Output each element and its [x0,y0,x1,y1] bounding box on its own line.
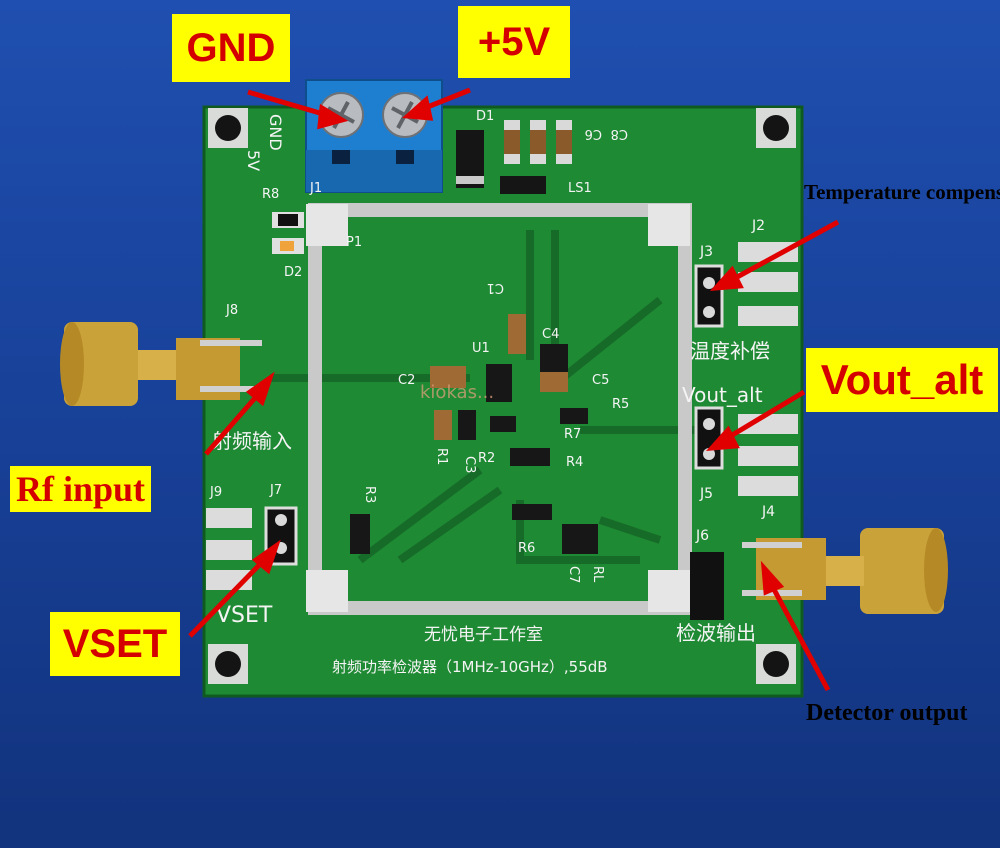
callout-rf-input: Rf input [10,466,152,512]
silk-terminal-5v: 5V [244,150,263,171]
silk-r3: R3 [362,486,377,503]
silk-ls1: LS1 [568,181,592,196]
sma-connector-right [742,528,948,614]
silk-studio-line: 无忧电子工作室 [424,625,543,645]
arrow-rf-input [204,388,264,456]
arrow-temp-head [709,265,744,292]
diode-d1-band [456,176,484,184]
ic-u1 [486,364,512,402]
silk-product-line: 射频功率检波器（1MHz-10GHz）,55dB [332,658,608,676]
silk-chinese-temp: 温度补偿 [690,339,770,363]
silk-j2: J2 [751,218,765,234]
label-temperature-compensation: Temperature compensation [804,180,1000,204]
screw-terminal-block [305,79,443,193]
silk-rl: RL [590,566,605,583]
silk-vset: VSET [216,603,273,628]
silk-c5: C5 [592,373,609,388]
smd-capacitors-top [500,120,572,194]
arrow-vset [188,556,268,638]
mounting-holes [208,108,796,684]
arrow-detector-head [760,560,785,596]
silk-j7: J7 [269,483,282,498]
silk-terminal-gnd: GND [266,114,285,151]
silk-p1: P1 [346,235,362,250]
silk-j1: J1 [309,181,322,196]
silk-j3: J3 [699,244,713,260]
sma-connector-left [60,322,262,406]
silk-r6: R6 [518,541,535,556]
silk-j5: J5 [699,486,713,502]
silk-vout-alt: Vout_alt [682,383,763,407]
arrow-vset-head [251,539,281,575]
silk-r1: R1 [434,448,449,465]
arrow-gnd-head [317,103,349,130]
pads-and-headers [206,242,798,620]
callout-vout-alt: Vout_alt [806,348,998,412]
callout-gnd: GND [172,14,290,82]
annotation-arrows [188,87,840,692]
silk-c7: C7 [566,566,581,583]
silk-d2: D2 [284,265,302,280]
watermark-text: kiokas... [420,382,494,403]
silk-c2: C2 [398,373,415,388]
silk-c1: C1 [487,280,504,295]
silk-d1: D1 [476,109,494,124]
silkscreen-layer: 5V GND R8 J1 D1 C6 C8 LS1 D2 P1 J2 J3 J8… [209,109,775,676]
silk-r8: R8 [262,187,279,202]
silk-c4: C4 [542,327,559,342]
silk-r2: R2 [478,451,495,466]
silk-chinese-detect-out: 检波输出 [676,621,756,645]
smd-parts [272,212,598,554]
silk-r5: R5 [612,397,629,412]
arrow-vout-alt [722,389,806,443]
silk-r4: R4 [566,455,583,470]
silk-c3: C3 [462,456,477,473]
arrow-gnd [247,89,331,119]
silk-j8: J8 [225,303,238,318]
rf-shield-frame [306,203,692,615]
silk-c8: C8 [611,126,628,141]
arrow-vout-alt-head [705,425,740,452]
callout-vset: VSET [50,612,180,676]
arrow-temp [726,219,840,285]
label-detector-output: Detector output [806,700,968,726]
arrow-detector [767,580,831,692]
callout-plus5v: +5V [458,6,570,78]
arrow-5v-head [402,95,434,121]
arrow-rf-input-head [245,371,275,407]
silk-c6: C6 [585,126,602,141]
silk-j4: J4 [761,504,775,520]
silk-j9: J9 [209,485,222,500]
silk-r7: R7 [564,427,581,442]
silk-j6: J6 [695,528,709,544]
silk-u1: U1 [472,341,490,356]
